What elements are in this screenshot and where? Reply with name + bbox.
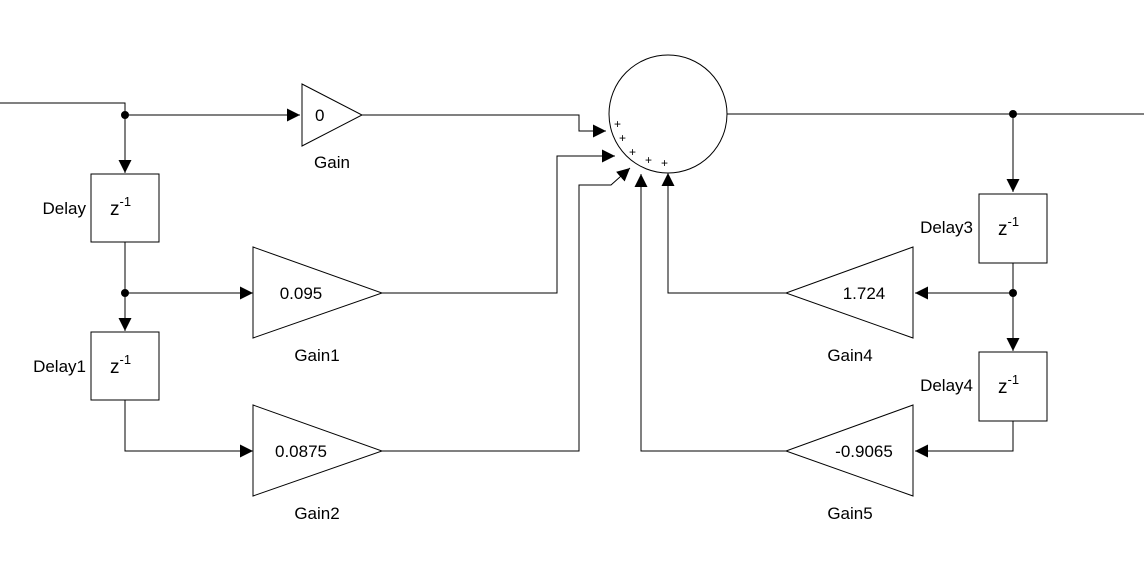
sum-sign: + bbox=[619, 131, 626, 145]
gain-value: 0 bbox=[315, 106, 324, 125]
sum-block[interactable]: + + + + + bbox=[608, 54, 728, 174]
gain4-value: 1.724 bbox=[843, 284, 886, 303]
branch-points bbox=[121, 110, 1017, 297]
branch-point bbox=[1009, 289, 1017, 297]
gain2-block[interactable]: 0.0875 bbox=[252, 404, 384, 497]
delay3-symbol: z-1 bbox=[998, 214, 1019, 240]
branch-point bbox=[1009, 110, 1017, 118]
delay4-block[interactable]: z-1 bbox=[978, 351, 1048, 422]
wire-gain1-to-sum bbox=[382, 149, 615, 294]
wire-gain4-to-sum bbox=[661, 173, 786, 294]
delay3-label: Delay3 bbox=[920, 218, 973, 237]
gain5-value: -0.9065 bbox=[835, 442, 893, 461]
gain1-value: 0.095 bbox=[280, 284, 323, 303]
gain5-block[interactable]: -0.9065 bbox=[784, 404, 914, 497]
gain1-block[interactable]: 0.095 bbox=[252, 246, 384, 339]
gain2-label: Gain2 bbox=[294, 504, 339, 523]
gain4-block[interactable]: 1.724 bbox=[784, 246, 914, 339]
gain1-label: Gain1 bbox=[294, 346, 339, 365]
input-signal-line bbox=[0, 102, 126, 115]
delay4-symbol: z-1 bbox=[998, 372, 1019, 398]
delay1-block[interactable]: z-1 bbox=[90, 331, 160, 401]
sum-sign: + bbox=[629, 145, 636, 159]
delay1-label: Delay1 bbox=[33, 357, 86, 376]
gain4-label: Gain4 bbox=[827, 346, 872, 365]
branch-point bbox=[121, 111, 129, 119]
wire-gain-to-sum bbox=[362, 114, 606, 138]
delay1-symbol: z-1 bbox=[110, 352, 131, 378]
gain2-value: 0.0875 bbox=[275, 442, 327, 461]
delay-label: Delay bbox=[43, 199, 87, 218]
wire-gain2-to-sum bbox=[382, 167, 631, 452]
wire-delay4-to-gain5 bbox=[915, 421, 1014, 458]
signal-lines bbox=[0, 102, 1144, 458]
delay-block[interactable]: z-1 bbox=[90, 173, 160, 243]
sum-sign: + bbox=[661, 156, 668, 170]
delay3-block[interactable]: z-1 bbox=[978, 193, 1048, 264]
gain-label: Gain bbox=[314, 153, 350, 172]
wire-delay1-to-gain2 bbox=[124, 400, 253, 458]
sum-sign: + bbox=[645, 153, 652, 167]
sum-sign: + bbox=[614, 117, 621, 131]
delay-symbol: z-1 bbox=[110, 194, 131, 220]
gain-block[interactable]: 0 bbox=[301, 83, 364, 147]
gain5-label: Gain5 bbox=[827, 504, 872, 523]
branch-point bbox=[121, 289, 129, 297]
wire-gain5-to-sum bbox=[634, 174, 786, 452]
delay4-label: Delay4 bbox=[920, 376, 973, 395]
